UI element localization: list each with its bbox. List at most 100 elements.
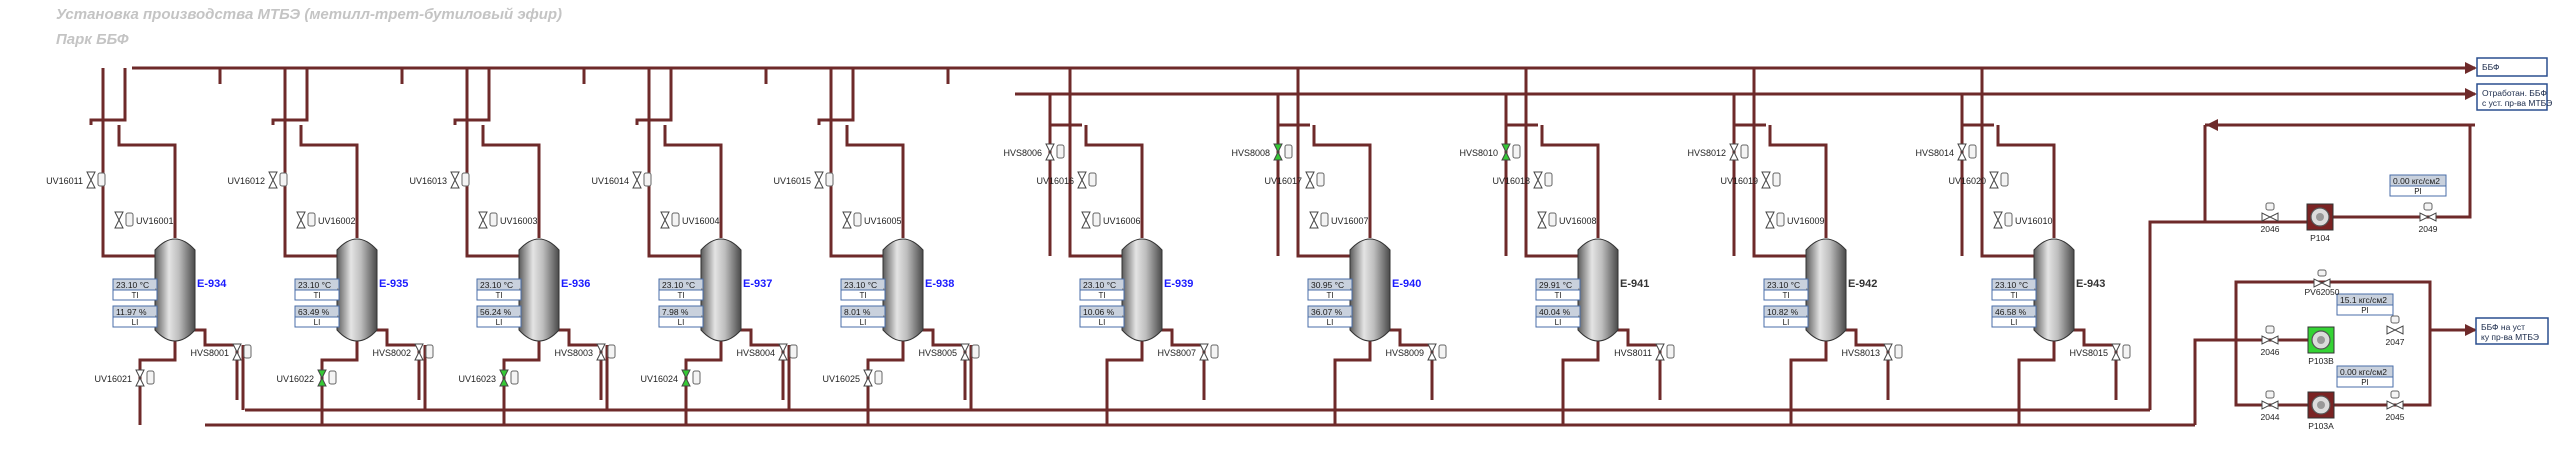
pump-Р103В[interactable]: Р103В — [2307, 326, 2335, 366]
temperature-indicator[interactable]: 30.95 °CTI — [1307, 278, 1353, 301]
tank-vessel[interactable] — [1577, 238, 1619, 342]
valve[interactable]: HVS8005 — [918, 343, 980, 361]
pump-Р103А[interactable]: Р103А — [2307, 391, 2335, 431]
level-indicator[interactable]: 36.07 %LI — [1307, 305, 1353, 328]
valve[interactable]: HVS8010 — [1459, 143, 1521, 161]
valve-label: HVS8009 — [1385, 348, 1424, 358]
valve-body — [1883, 343, 1893, 361]
valve[interactable]: HVS8003 — [554, 343, 616, 361]
valve[interactable]: UV16009 — [1765, 211, 1825, 229]
valve[interactable]: UV16016 — [1036, 171, 1097, 189]
tank-vessel[interactable] — [1805, 238, 1847, 342]
valve[interactable]: HVS8014 — [1915, 143, 1977, 161]
valve[interactable]: UV16021 — [94, 369, 155, 387]
level-indicator[interactable]: 8.01 %LI — [840, 305, 886, 328]
pipe-line — [1616, 328, 1662, 400]
temperature-indicator[interactable]: 23.10 °CTI — [294, 278, 340, 301]
temperature-indicator[interactable]: 23.10 °CTI — [840, 278, 886, 301]
valve[interactable]: UV16003 — [478, 211, 538, 229]
valve[interactable]: UV16011 — [46, 171, 106, 189]
valve[interactable]: UV16001 — [114, 211, 174, 229]
valve[interactable]: HVS8009 — [1385, 343, 1447, 361]
tank-vessel[interactable] — [336, 238, 378, 342]
level-indicator[interactable]: 11.97 %LI — [112, 305, 158, 328]
temperature-indicator[interactable]: 23.10 °CTI — [1991, 278, 2037, 301]
pump-valve[interactable]: 2049 — [2419, 202, 2438, 234]
tank-vessel[interactable] — [2033, 238, 2075, 342]
pump-valve[interactable]: 2045 — [2386, 390, 2405, 422]
level-indicator[interactable]: 56.24 %LI — [476, 305, 522, 328]
valve[interactable]: UV16017 — [1264, 171, 1325, 189]
level-indicator[interactable]: 10.06 %LI — [1079, 305, 1125, 328]
pump-valve[interactable]: 2047 — [2386, 315, 2405, 347]
valve[interactable]: HVS8011 — [1614, 343, 1675, 361]
valve[interactable]: UV16012 — [227, 171, 288, 189]
pump-valve[interactable]: 2046 — [2261, 202, 2280, 234]
valve[interactable]: HVS8013 — [1841, 343, 1903, 361]
valve[interactable]: UV16015 — [773, 171, 834, 189]
valve[interactable]: UV16010 — [1993, 211, 2053, 229]
indicator-tag-box — [1535, 316, 1581, 328]
pressure-valve[interactable]: PV62050 — [2305, 269, 2340, 297]
level-indicator[interactable]: 40.04 %LI — [1535, 305, 1581, 328]
valve[interactable]: UV16008 — [1537, 211, 1597, 229]
pump-Р104[interactable]: Р104 — [2306, 203, 2334, 243]
valve[interactable]: UV16022 — [276, 369, 337, 387]
temperature-indicator[interactable]: 29.91 °CTI — [1535, 278, 1581, 301]
tank-vessel[interactable] — [1121, 238, 1163, 342]
valve[interactable]: UV16005 — [842, 211, 902, 229]
valve[interactable]: UV16023 — [458, 369, 519, 387]
pipe-line — [866, 338, 905, 425]
valve-body — [1045, 143, 1055, 161]
valve[interactable]: HVS8015 — [2069, 343, 2131, 361]
tank-vessel[interactable] — [1349, 238, 1391, 342]
valve[interactable]: UV16025 — [822, 369, 883, 387]
tank-vessel[interactable] — [882, 238, 924, 342]
temperature-indicator[interactable]: 23.10 °CTI — [1079, 278, 1125, 301]
pump-valve[interactable]: 2044 — [2261, 390, 2280, 422]
temperature-indicator[interactable]: 23.10 °CTI — [658, 278, 704, 301]
valve[interactable]: UV16002 — [296, 211, 356, 229]
valve[interactable]: UV16018 — [1492, 171, 1553, 189]
valve[interactable]: HVS8007 — [1157, 343, 1219, 361]
valve[interactable]: HVS8006 — [1003, 143, 1065, 161]
pipe-line — [1996, 125, 2056, 238]
valve[interactable]: UV16006 — [1081, 211, 1141, 229]
indicator-tag: LI — [314, 318, 321, 327]
temperature-indicator[interactable]: 23.10 °CTI — [112, 278, 158, 301]
valve-actuator-icon — [2265, 202, 2275, 211]
valve[interactable]: UV16013 — [409, 171, 470, 189]
valve[interactable]: UV16014 — [591, 171, 652, 189]
valve[interactable]: UV16007 — [1309, 211, 1369, 229]
level-indicator[interactable]: 7.98 %LI — [658, 305, 704, 328]
valve[interactable]: UV16024 — [640, 369, 701, 387]
level-indicator[interactable]: 10.82 %LI — [1763, 305, 1809, 328]
tank-vessel[interactable] — [154, 238, 196, 342]
valve-body — [1537, 211, 1547, 229]
valve[interactable]: UV16004 — [660, 211, 720, 229]
tank-vessel[interactable] — [700, 238, 742, 342]
valve-body — [1077, 171, 1087, 189]
valve-actuator-icon — [1740, 144, 1749, 159]
pump-valve[interactable]: 2046 — [2261, 325, 2280, 357]
output-bbf[interactable]: ББФ — [2476, 57, 2548, 77]
level-indicator[interactable]: 63.49 %LI — [294, 305, 340, 328]
indicator-value: 30.95 °C — [1311, 280, 1344, 290]
valve-label: HVS8003 — [554, 348, 593, 358]
temperature-indicator[interactable]: 23.10 °CTI — [476, 278, 522, 301]
valve[interactable]: UV16020 — [1948, 171, 2009, 189]
valve[interactable]: HVS8001 — [190, 343, 252, 361]
valve[interactable]: HVS8004 — [736, 343, 798, 361]
temperature-indicator[interactable]: 23.10 °CTI — [1763, 278, 1809, 301]
valve[interactable]: HVS8012 — [1687, 143, 1749, 161]
valve[interactable]: HVS8008 — [1231, 143, 1293, 161]
valve[interactable]: UV16019 — [1720, 171, 1781, 189]
valve[interactable]: HVS8002 — [372, 343, 434, 361]
level-indicator[interactable]: 46.58 %LI — [1991, 305, 2037, 328]
tank-vessel[interactable] — [518, 238, 560, 342]
